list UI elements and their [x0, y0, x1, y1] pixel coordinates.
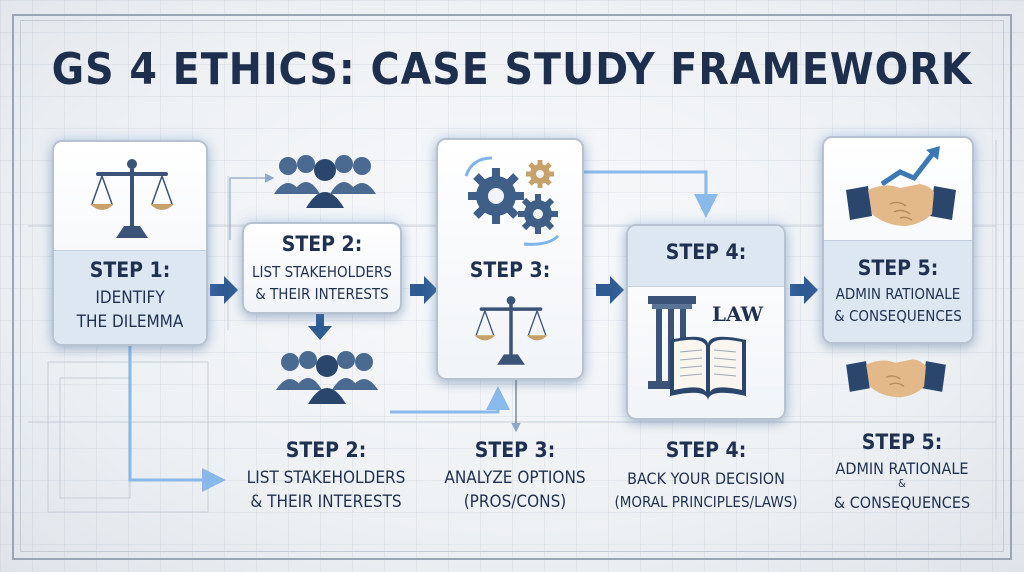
people-group-icon-lower — [276, 351, 378, 404]
step-2-card: STEP 2: LIST STAKEHOLDERS & THEIR INTERE… — [242, 222, 402, 314]
scales-icon-small — [474, 296, 548, 365]
step-5-card: STEP 5: ADMIN RATIONALE & CONSEQUENCES — [822, 136, 974, 344]
step-1-heading: STEP 1: — [89, 258, 171, 282]
step-2-heading: STEP 2: — [281, 232, 363, 256]
step-4-card: STEP 4: LAW — [626, 224, 786, 420]
gears-icon — [464, 156, 560, 246]
step-4-heading: STEP 4: — [665, 240, 747, 264]
handshake-icon — [846, 359, 946, 398]
bottom-step-2-line-1: LIST STAKEHOLDERS — [246, 468, 406, 488]
bottom-step-5-line-2: & — [898, 477, 906, 490]
law-label: LAW — [712, 302, 764, 326]
step-5-line-2: & CONSEQUENCES — [834, 307, 962, 325]
bottom-step-2-line-2: & THEIR INTERESTS — [250, 492, 402, 512]
people-group-icon — [274, 155, 376, 208]
bottom-step-5-heading: STEP 5: — [861, 430, 943, 454]
bottom-step-5-line-1: ADMIN RATIONALE — [835, 459, 969, 478]
step-5-heading: STEP 5: — [857, 256, 939, 280]
inner-frame — [20, 20, 1004, 552]
step-5-line-1: ADMIN RATIONALE — [835, 285, 961, 303]
bottom-step-5-line-3: & CONSEQUENCES — [833, 493, 971, 512]
scales-icon — [90, 159, 174, 238]
step-1-card: STEP 1: IDENTIFY THE DILEMMA — [52, 140, 208, 346]
bottom-step-4-line-1: BACK YOUR DECISION — [627, 469, 785, 488]
step-3-card: STEP 3: — [436, 138, 584, 380]
step-3-heading: STEP 3: — [469, 258, 551, 282]
handshake-growth-icon — [846, 146, 956, 226]
bottom-step-4-line-2: (MORAL PRINCIPLES/LAWS) — [614, 493, 798, 511]
step-2-line-1: LIST STAKEHOLDERS — [252, 263, 392, 281]
bottom-step-4-heading: STEP 4: — [665, 438, 747, 462]
law-book-icon — [648, 296, 746, 400]
step-1-line-2: THE DILEMMA — [76, 312, 184, 332]
bottom-step-3-heading: STEP 3: — [474, 438, 556, 462]
bottom-step-3-line-2: (PROS/CONS) — [463, 492, 567, 512]
bottom-step-3-line-1: ANALYZE OPTIONS — [444, 468, 586, 488]
step-2-line-2: & THEIR INTERESTS — [255, 285, 389, 303]
bottom-step-2-heading: STEP 2: — [285, 438, 367, 462]
step-1-line-1: IDENTIFY — [95, 288, 165, 308]
outer-frame — [12, 14, 1012, 560]
page-title: GS 4 ETHICS: CASE STUDY FRAMEWORK — [51, 44, 973, 95]
